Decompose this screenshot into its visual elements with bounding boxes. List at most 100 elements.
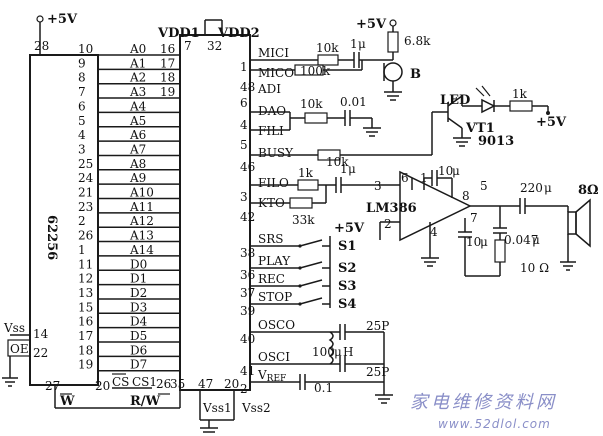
chip-pin-16: 16 [160, 42, 175, 56]
chip-label-dao: DAO [258, 104, 286, 118]
amp-pin-6: 6 [401, 171, 409, 185]
amp-pin-2-label: 2 [384, 217, 392, 231]
r-led-value: 1k [512, 87, 528, 101]
chip-pin-18: 18 [160, 71, 175, 85]
c-7-value: 10 [466, 235, 481, 249]
sram-pin-24: 24 [78, 171, 94, 185]
c-filo-unit: μ [348, 162, 356, 176]
chip-label-adi: ADI [257, 82, 281, 96]
mic-circuit: 10k 1 μ 100k +5V 6.8k B [250, 17, 431, 101]
r-filo [297, 179, 319, 191]
sram-pin-18: 18 [78, 343, 93, 357]
c-osco-value: 25P [366, 319, 389, 333]
sram-pin-17: 17 [78, 329, 93, 343]
chip-input-a9: A9 [129, 171, 146, 185]
sram-body [29, 54, 99, 386]
chip-input-d2: D2 [130, 286, 147, 300]
c-amp18-unit: μ [452, 164, 460, 178]
chip-input-a10: A10 [129, 186, 154, 200]
inductor-icon [328, 331, 334, 365]
chip-cs1-label: CS1 [132, 375, 157, 389]
vcc-label-sram: +5V [47, 12, 78, 27]
vcc-label-led: +5V [536, 115, 567, 130]
switch-label-s3: S3 [338, 279, 356, 294]
switch-s2[interactable] [299, 261, 323, 269]
sram-pin-21: 21 [78, 186, 93, 200]
chip-right-pin-37: 37 [240, 286, 255, 300]
r-filo-value: 1k [298, 166, 314, 180]
chip-input-a7: A7 [129, 142, 146, 156]
c-out-value: 220 [520, 181, 543, 195]
chip-input-a14: A14 [129, 243, 154, 257]
sram-pin-11: 11 [78, 257, 93, 271]
chip-label-fili: FILI [258, 124, 284, 138]
switch-s4[interactable] [299, 297, 323, 305]
lm386-amplifier [399, 170, 472, 242]
sram-pin-20: 20 [95, 379, 110, 393]
chip-label-srs: SRS [258, 232, 283, 246]
speaker-value: 8Ω [578, 183, 599, 198]
chip-right-pin-46: 46 [240, 160, 255, 174]
sram-pin-8: 8 [78, 71, 86, 85]
chip-right-pin-36: 36 [240, 268, 255, 282]
chip-pin-7: 7 [184, 39, 192, 53]
r-mico-value: 100k [300, 64, 331, 78]
mic-label: B [410, 67, 421, 82]
chip-input-d3: D3 [130, 300, 147, 314]
amp-pin-4: 4 [430, 225, 438, 239]
chip-input-a4: A4 [129, 99, 147, 113]
vss2-label: Vss2 [241, 401, 271, 415]
chip-right-pin-39: 39 [240, 304, 255, 318]
chip-pin-19: 19 [160, 85, 175, 99]
chip-input-a0: A0 [129, 42, 146, 56]
vcc-label-mic: +5V [356, 17, 387, 32]
c-amp18-value: 10 [438, 164, 453, 178]
led-icon [481, 98, 496, 114]
sram-pin-5: 5 [78, 114, 86, 128]
chip-label-busy: BUSY [258, 146, 294, 160]
chip-label-rec: REC [258, 272, 285, 286]
sram-pin-4: 4 [78, 128, 86, 142]
sram-name: 62256 [44, 215, 59, 260]
chip-cs-label: CS [112, 375, 129, 389]
c-7-unit: μ [480, 235, 488, 249]
amp-pin-3: 3 [374, 179, 382, 193]
r-mic-bias [387, 31, 399, 53]
microphone-icon [383, 62, 403, 82]
switch-label-s1: S1 [338, 239, 356, 254]
sram-pin-13: 13 [78, 286, 93, 300]
chip-input-d7: D7 [130, 358, 147, 372]
switch-s1[interactable] [299, 239, 323, 247]
chip-right-pin-40: 40 [240, 332, 255, 346]
r-led [509, 100, 533, 112]
c-osci-value: 25P [366, 365, 389, 379]
sram-pin-23: 23 [78, 200, 93, 214]
chip-input-d4: D4 [130, 315, 148, 329]
speaker-icon [567, 211, 577, 235]
chip-input-d0: D0 [130, 257, 147, 271]
r-dao [304, 112, 328, 124]
amp-pin-8: 8 [462, 189, 470, 203]
amp-pin-5: 5 [480, 179, 488, 193]
vdd2-label: VDD2 [217, 26, 260, 41]
amplifier-circuit: 1k 1 μ 33k LM386 3 6 1 8 2 2 7 4 5 +5V 1… [250, 162, 599, 277]
chip-input-a8: A8 [129, 157, 146, 171]
sram-pin-7: 7 [78, 85, 86, 99]
c-out-unit: μ [544, 181, 552, 195]
r-busy-value: 10k [326, 155, 349, 169]
vdd1-label: VDD1 [157, 26, 200, 41]
vss1-label: Vss1 [202, 401, 232, 415]
r-kto-value: 33k [292, 213, 315, 227]
switch-s3[interactable] [299, 279, 323, 287]
sram-pin-25: 25 [78, 157, 93, 171]
chip-label-stop: STOP [258, 290, 292, 304]
sram-pin-3: 3 [78, 142, 86, 156]
sram-pin-26: 26 [78, 229, 93, 243]
sram-pin-22: 22 [33, 346, 48, 360]
l-osci-h: H [343, 345, 353, 359]
chip-rw-label: R/W [130, 394, 161, 409]
chip-right-pin-48: 48 [240, 80, 255, 94]
